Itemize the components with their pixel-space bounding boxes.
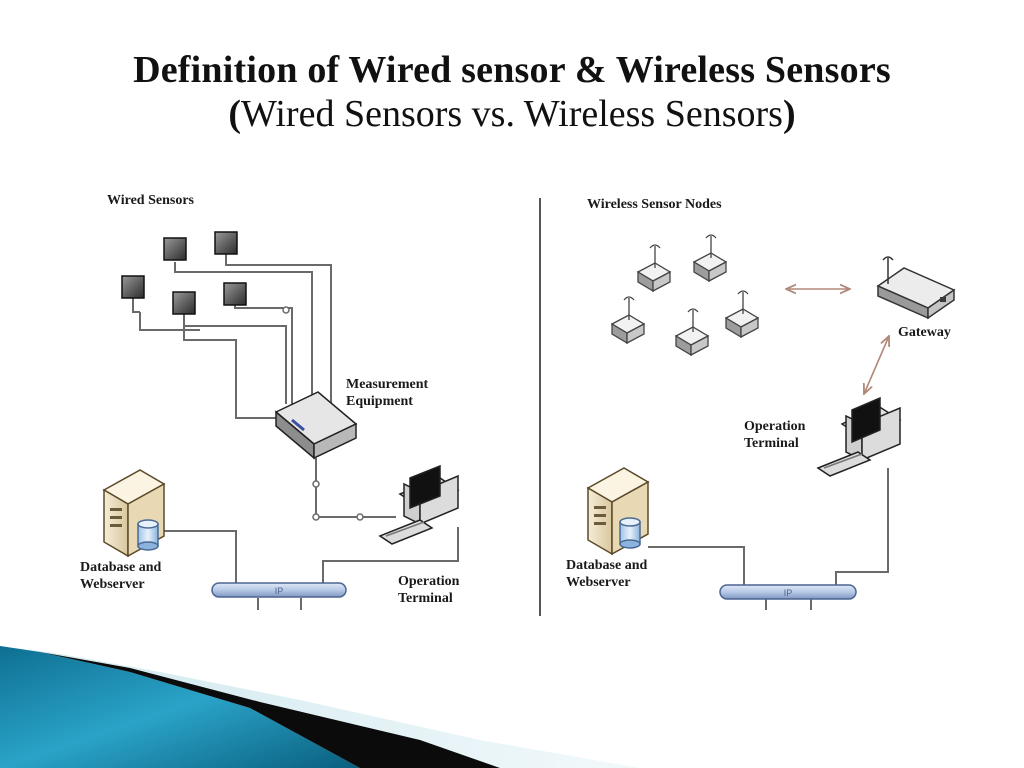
wired-database-label-line1: Database and bbox=[80, 560, 162, 575]
operation-terminal-icon bbox=[378, 464, 460, 545]
database-server-icon bbox=[102, 469, 166, 558]
wired-database-label-line2: Webserver bbox=[80, 577, 145, 592]
measurement-label-line2: Equipment bbox=[346, 394, 413, 409]
wireless-sensor-node-icon bbox=[724, 290, 760, 339]
ip-bus-wired-label: IP bbox=[275, 586, 284, 596]
wired-sensors-heading: Wired Sensors bbox=[107, 193, 194, 208]
gateway-terminal-link-arrow bbox=[864, 336, 889, 394]
wireless-database-label-line2: Webserver bbox=[566, 575, 631, 590]
wireless-operation-label-line1: Operation bbox=[744, 419, 806, 434]
wired-sensor-icon bbox=[163, 237, 187, 261]
ip-bus-wireless: IP bbox=[719, 584, 857, 600]
slide-subtitle: (Wired Sensors vs. Wireless Sensors) bbox=[0, 92, 1024, 136]
wired-database-label: Database and Webserver bbox=[80, 559, 161, 593]
measurement-label-line1: Measurement bbox=[346, 377, 429, 392]
wireless-database-label: Database and Webserver bbox=[566, 557, 647, 591]
subtitle-close-paren: ) bbox=[782, 93, 796, 135]
wireless-database-label-line1: Database and bbox=[566, 558, 648, 573]
operation-terminal-icon bbox=[816, 396, 902, 477]
wired-sensor-icon bbox=[223, 282, 247, 306]
wireless-sensor-node-icon bbox=[692, 234, 728, 283]
wired-operation-label-line2: Terminal bbox=[398, 591, 453, 606]
wired-sensor-icon bbox=[214, 231, 238, 255]
wireless-operation-label-line2: Terminal bbox=[744, 436, 799, 451]
wired-operation-label-line1: Operation bbox=[398, 574, 460, 589]
subtitle-open-paren: ( bbox=[228, 93, 242, 135]
wireless-sensor-nodes-heading: Wireless Sensor Nodes bbox=[587, 197, 722, 212]
slide-title-block: Definition of Wired sensor & Wireless Se… bbox=[0, 48, 1024, 136]
measurement-equipment-label: Measurement Equipment bbox=[346, 376, 428, 410]
database-server-icon bbox=[586, 467, 650, 556]
wireless-wiring bbox=[648, 468, 889, 610]
ip-bus-wired: IP bbox=[211, 582, 347, 598]
wireless-sensor-node-icon bbox=[636, 244, 672, 293]
ip-bus-wireless-label: IP bbox=[784, 588, 793, 598]
gateway-label: Gateway bbox=[898, 325, 951, 340]
measurement-equipment-icon bbox=[274, 391, 358, 460]
wired-operation-terminal-label: Operation Terminal bbox=[398, 573, 459, 607]
wired-sensor-icon bbox=[121, 275, 145, 299]
wireless-operation-terminal-label: Operation Terminal bbox=[744, 418, 805, 452]
wire-junction-dots bbox=[282, 306, 364, 521]
subtitle-text: Wired Sensors vs. Wireless Sensors bbox=[241, 93, 783, 135]
wired-sensor-icon bbox=[172, 291, 196, 315]
gateway-icon bbox=[876, 256, 956, 320]
wireless-sensor-node-icon bbox=[610, 296, 646, 345]
wireless-sensor-node-icon bbox=[674, 308, 710, 357]
slide-title: Definition of Wired sensor & Wireless Se… bbox=[133, 49, 891, 91]
